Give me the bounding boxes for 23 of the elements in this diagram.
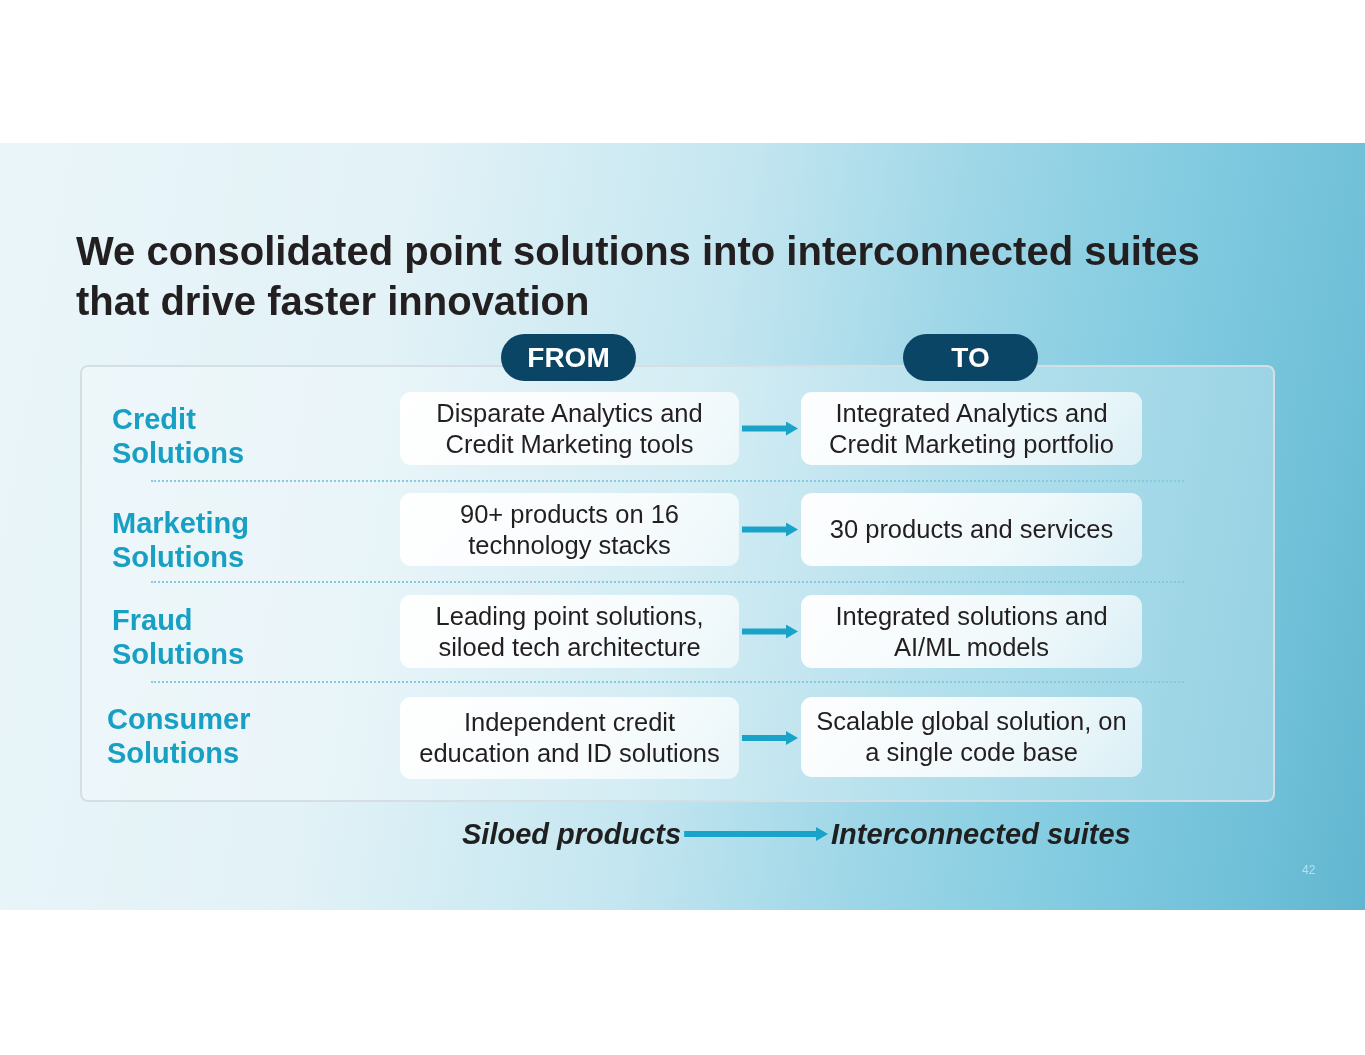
column-header-pill: FROM [501,334,636,381]
slide-title: We consolidated point solutions into interconnected suites that drive faster innovation [76,228,1201,325]
text-card: Integrated solutions and AI/ML models [801,595,1142,668]
text-card: Independent credit education and ID solutions [400,697,739,779]
text-card: Leading point solutions, siloed tech architecture [400,595,739,668]
row-heading: Consumer Solutions [107,702,252,770]
summary-text: Siloed products [462,817,682,851]
arrow [742,624,798,639]
text-card: 90+ products on 16 technology stacks [400,493,739,566]
arrow [742,522,798,537]
arrow [742,731,798,745]
row-heading: Credit Solutions [112,402,246,470]
arrow [684,827,828,841]
text-card: Scalable global solution, on a single code base [801,697,1142,777]
page-number: 42 [1302,863,1316,877]
row-heading: Fraud Solutions [112,603,246,671]
row-heading: Marketing Solutions [112,506,250,574]
text-card: 30 products and services [801,493,1142,566]
summary-text: Interconnected suites [831,817,1131,851]
arrow [742,421,798,436]
text-card: Integrated Analytics and Credit Marketing portfolio [801,392,1142,465]
column-header-pill: TO [903,334,1038,381]
text-card: Disparate Analytics and Credit Marketing tools [400,392,739,465]
